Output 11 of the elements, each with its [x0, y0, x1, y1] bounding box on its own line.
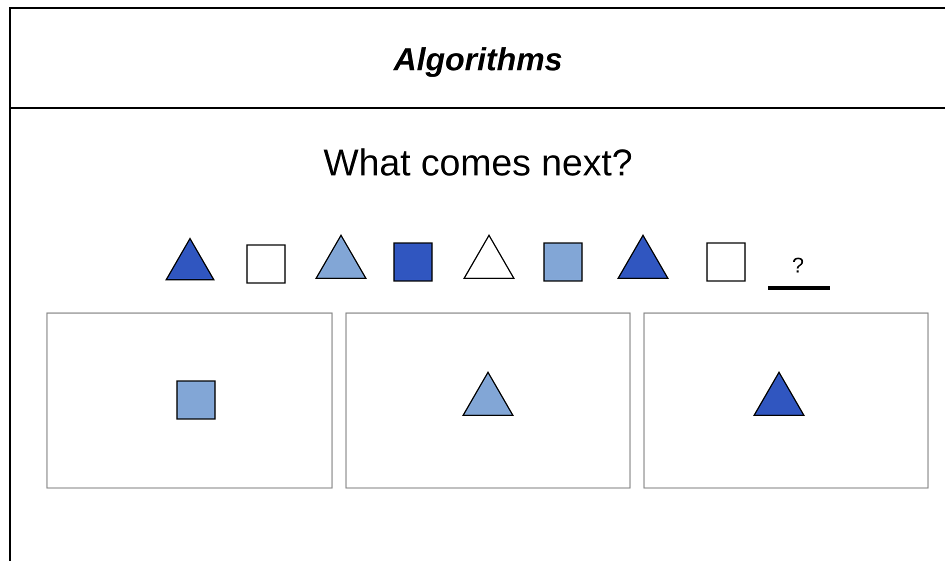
question-mark: ?	[792, 258, 804, 272]
square-symbol	[706, 242, 746, 282]
answer-option-box	[643, 312, 929, 488]
answer-option-box	[345, 312, 631, 488]
title: Algorithms	[392, 47, 562, 77]
question: What comes next?	[324, 148, 632, 176]
answer-option-box	[46, 312, 333, 488]
square-symbol	[176, 380, 216, 420]
square-symbol	[246, 244, 286, 284]
square-symbol	[543, 242, 583, 282]
square-symbol	[393, 242, 433, 282]
